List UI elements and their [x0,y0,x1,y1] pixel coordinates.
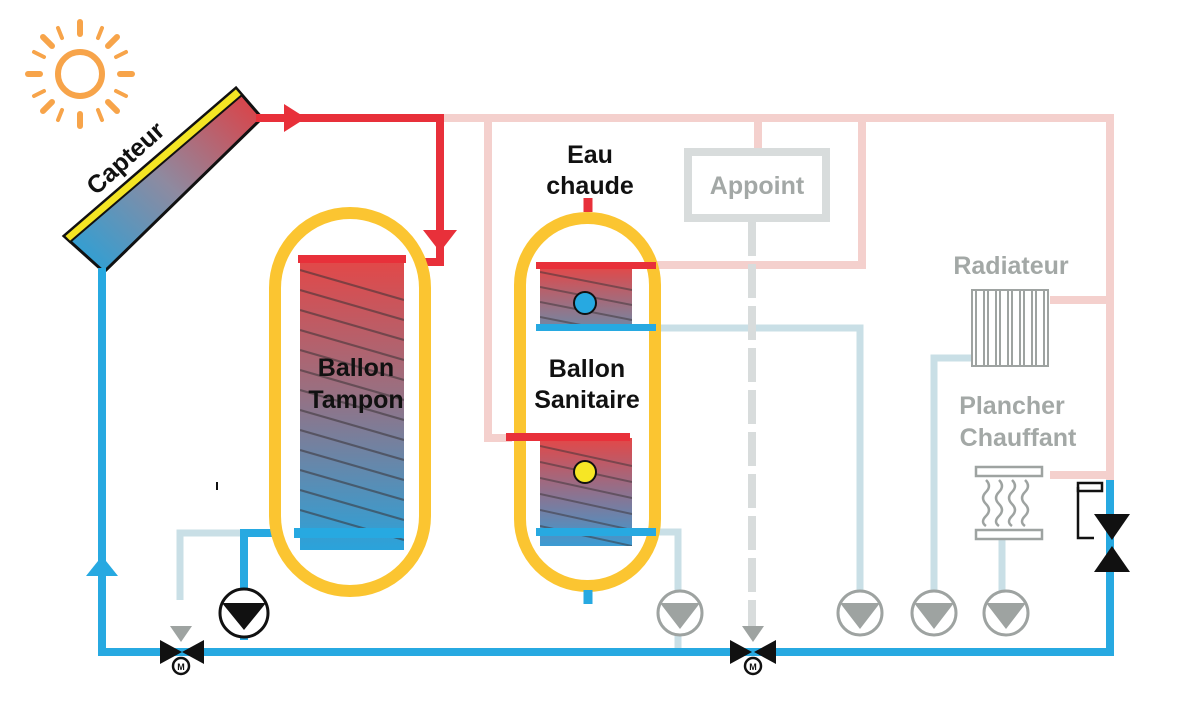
floor-heating-label-line2: Chauffant [960,424,1077,452]
flow-arrow-up [86,556,118,576]
flow-arrow-right [284,104,306,132]
appoint-box [684,148,830,222]
radiator-icon [971,289,1049,367]
inactive-hot-circuit [440,114,1114,480]
floor-heating-icon [974,465,1044,541]
lower-temperature-sensor [573,460,597,484]
buffer-tank-label-line1: Ballon [318,354,394,382]
dhw-tank [506,198,661,604]
pump-icon [982,589,1030,637]
valve-motor-mark: M [177,662,185,672]
valve-motor-mark: M [749,662,757,672]
eau-chaude-label-line1: Eau [567,141,613,169]
floor-heating-label-line1: Plancher [959,392,1065,420]
flow-arrow-down [423,230,457,252]
dhw-tank-label-line1: Ballon [549,355,625,383]
sun-icon [25,19,135,129]
motorized-valve-icon [1076,481,1130,572]
appoint-label: Appoint [710,172,805,200]
pump-icon [836,589,884,637]
buffer-tank-label-line2: Tampon [308,386,403,414]
upper-temperature-sensor [573,291,597,315]
three-way-valve-icon: M [160,626,204,676]
dhw-tank-label-line2: Sanitaire [534,386,640,414]
three-way-valve-icon: M [730,626,776,676]
inactive-cold-circuit [176,324,1006,650]
eau-chaude-label-line2: chaude [546,172,634,200]
buffer-tank [269,207,431,597]
pump-icon [656,589,704,637]
radiator-label: Radiateur [953,252,1069,280]
pump-icon [910,589,958,637]
pump-icon [218,587,270,639]
